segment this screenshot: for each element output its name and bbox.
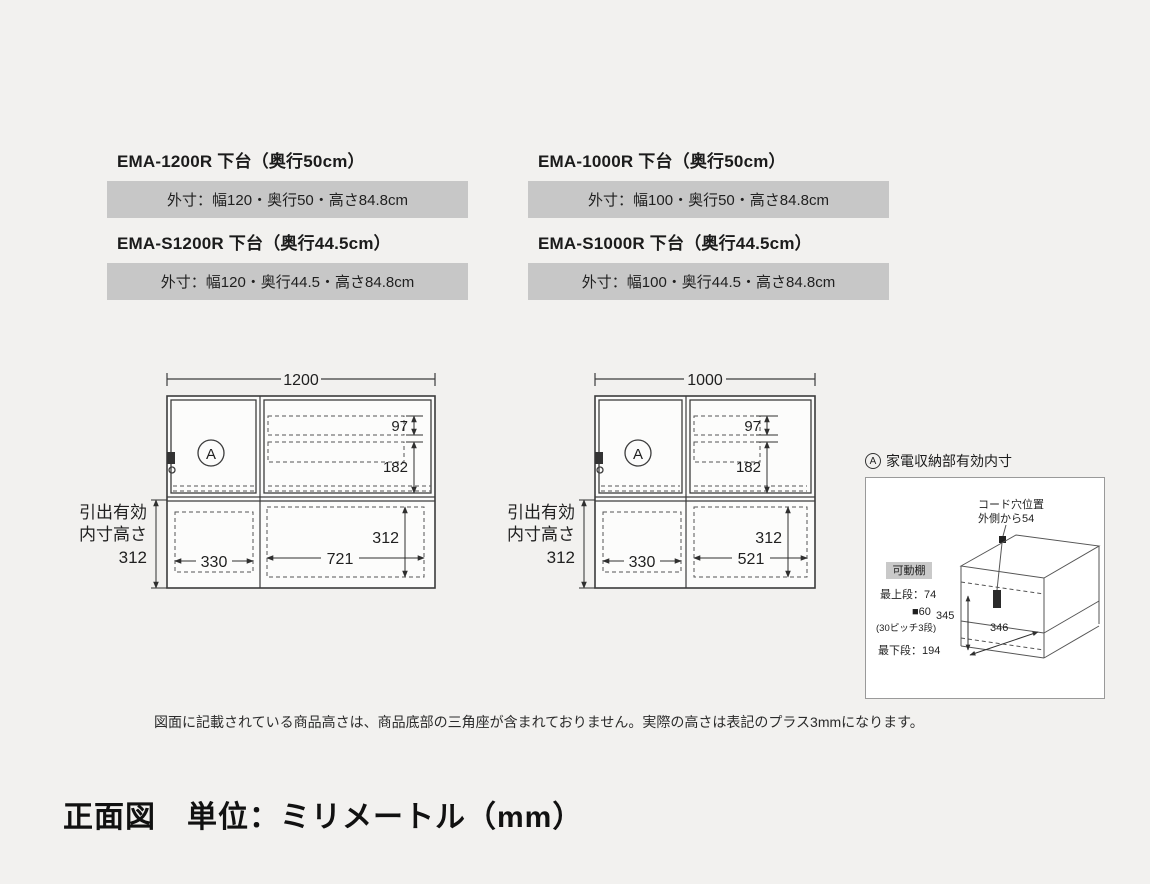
appliance-door: A [167,399,257,494]
upper-right-compartment: 97 182 [689,399,812,494]
door-handle [167,452,175,464]
marker-a-circle [197,439,225,467]
detail-labels: 可動棚 最上段：74 ■60 345 (30ピッチ3段) 最下段：194 346 [876,562,1039,657]
footnote: 図面に記載されている商品高さは、商品底部の三角座が含まれておりません。実際の高さ… [154,714,924,730]
compartment-perspective [959,534,1101,659]
product-title: EMA-1000R 下台（奥行50cm） [538,152,786,171]
appliance-door: A [595,399,683,494]
side-dimension: 引出有効 内寸高さ 312 [507,499,595,589]
product-spec-bar: 外寸：幅120・奥行50・高さ84.8cm [107,181,468,218]
marker-a-circle [624,439,652,467]
side-label-line1: 引出有効 [79,503,147,522]
cabinet-outline [594,395,816,589]
dim-312: 312 [372,530,399,547]
product-spec-bar: 外寸：幅120・奥行44.5・高さ84.8cm [107,263,468,300]
cord-outlet-mark [993,590,1001,608]
door-handle [595,452,603,464]
side-label-line3: 312 [119,548,147,567]
movable-shelf-label: 可動棚 [893,563,926,577]
product-title: EMA-S1200R 下台（奥行44.5cm） [117,234,391,253]
dim-97: 97 [391,418,408,435]
spec-cell-ema-s1000r: EMA-S1000R 下台（奥行44.5cm） 外寸：幅100・奥行44.5・高… [528,228,889,300]
dim-345: 345 [936,610,954,622]
cord-label-line1: コード穴位置 [978,497,1044,511]
dim-346: 346 [990,622,1008,634]
dim-721: 721 [327,551,354,568]
cabinet-front-view-1000: 1000 A 97 18 [507,372,816,589]
marker-a-label: A [206,446,216,463]
dim-97: 97 [744,418,761,435]
cabinet-front-view-1200: 1200 A 97 18 [79,372,436,589]
marker-a-badge: A [865,453,881,469]
movable-shelf-tag [886,562,932,579]
dim-330: 330 [629,554,656,571]
dim-312: 312 [755,530,782,547]
spec-cell-ema-1000r: EMA-1000R 下台（奥行50cm） 外寸：幅100・奥行50・高さ84.8… [528,146,889,218]
detail-box: コード穴位置 外側から54 [865,477,1105,699]
width-dimension: 1000 [594,372,816,389]
bottom-shelf-label: 最下段：194 [878,643,940,657]
pitch-note-label: (30ピッチ3段) [876,622,936,634]
page-title: 正面図 単位：ミリメートル（mm） [63,801,584,834]
product-title: EMA-1200R 下台（奥行50cm） [117,152,365,171]
cabinet-outline [166,395,436,589]
detail-title: A 家電収納部有効内寸 [865,452,1105,470]
side-label-line2: 内寸高さ [507,525,575,544]
product-spec-bar: 外寸：幅100・奥行50・高さ84.8cm [528,181,889,218]
cord-hole-mark [999,536,1006,543]
side-dimension: 引出有効 内寸高さ 312 [79,499,167,589]
top-shelf-label: 最上段：74 [880,587,936,601]
side-label-line2: 内寸高さ [79,525,147,544]
cord-hole-callout: コード穴位置 外側から54 [978,497,1044,608]
upper-right-compartment: 97 182 [263,399,432,494]
spec-cell-ema-1200r: EMA-1200R 下台（奥行50cm） 外寸：幅120・奥行50・高さ84.8… [107,146,468,218]
product-spec-bar: 外寸：幅100・奥行44.5・高さ84.8cm [528,263,889,300]
dim-182: 182 [736,459,761,476]
side-label-line1: 引出有効 [507,503,575,522]
spec-cell-ema-s1200r: EMA-S1200R 下台（奥行44.5cm） 外寸：幅120・奥行44.5・高… [107,228,468,300]
width-label: 1000 [687,372,723,389]
width-label: 1200 [283,372,319,389]
pitch-main-label: ■60 [912,606,931,618]
dim-521: 521 [738,551,765,568]
appliance-detail-panel: A 家電収納部有効内寸 コード穴位置 外側から54 [865,452,1105,699]
product-title: EMA-S1000R 下台（奥行44.5cm） [538,234,812,253]
lower-drawers: 330 312 721 [174,506,425,578]
marker-a-label: A [633,446,643,463]
side-label-line3: 312 [547,548,575,567]
dim-182: 182 [383,459,408,476]
detail-title-text: 家電収納部有効内寸 [886,453,1012,469]
cord-label-line2: 外側から54 [978,512,1034,525]
lower-drawers: 330 312 521 [602,506,808,578]
detail-drawing: コード穴位置 外側から54 [876,497,1101,659]
dim-330: 330 [201,554,228,571]
width-dimension: 1200 [166,372,436,389]
